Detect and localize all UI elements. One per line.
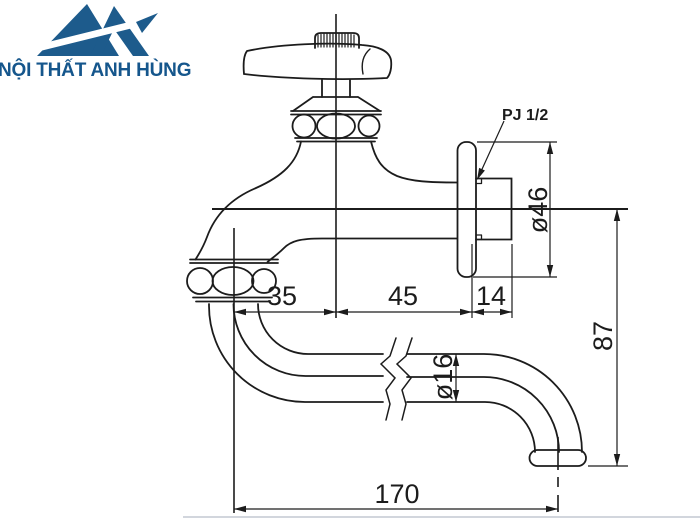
dim-label-35: 35 xyxy=(267,281,297,311)
brand-name: NỘI THẤT ANH HÙNG xyxy=(0,60,192,81)
handle xyxy=(242,42,393,80)
brand-logo xyxy=(24,4,158,56)
dim-label-dia16: ø16 xyxy=(428,354,458,401)
extension-lines xyxy=(471,141,628,467)
wall-mount xyxy=(456,141,513,278)
faucet-body xyxy=(186,32,587,467)
wall-flange xyxy=(456,141,477,278)
body-outline xyxy=(194,140,458,263)
logo-monogram-icon xyxy=(24,4,158,56)
spout-tip xyxy=(528,449,587,467)
dim-label-14: 14 xyxy=(476,281,506,311)
dim-label-dia46: ø46 xyxy=(523,187,553,234)
spout-tube xyxy=(208,303,587,467)
threaded-pipe xyxy=(475,177,513,241)
dimension-arrows xyxy=(234,142,621,513)
thread-leader-line xyxy=(477,120,505,179)
break-lines xyxy=(379,337,413,421)
dim-label-87: 87 xyxy=(588,321,618,351)
spout-collar xyxy=(186,258,279,303)
thread-spec-label: PJ 1/2 xyxy=(502,107,548,124)
valve-bonnet xyxy=(292,79,381,112)
valve-collar xyxy=(290,110,382,143)
dim-label-45: 45 xyxy=(388,281,418,311)
handle-screw-cap xyxy=(314,32,360,49)
dim-label-170: 170 xyxy=(374,479,419,509)
